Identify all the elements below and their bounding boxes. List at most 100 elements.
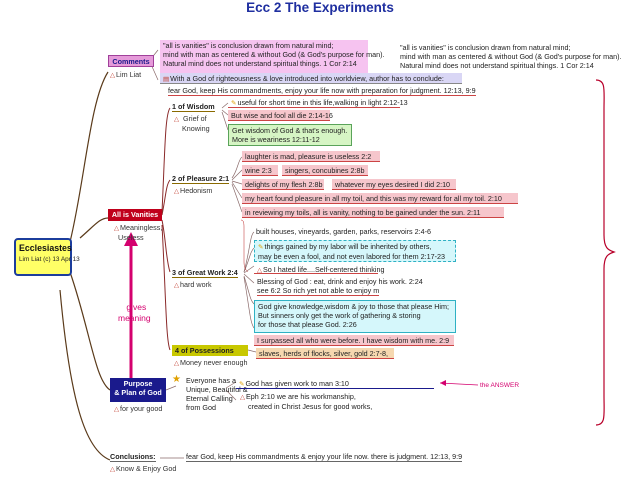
comments-plain-line: mind with man as centered & without God … [400,52,622,61]
wisdom-item-2-text: But wise and fool all die 2:14-16 [231,111,333,120]
laughter-text: laughter is mad, pleasure is useless 2:2 [245,152,372,161]
wine-item[interactable]: wine 2:3 [242,165,278,176]
blessing-box[interactable]: Blessing of God : eat, drink and enjoy h… [254,276,423,298]
central-title: Ecclesiastes [19,243,72,253]
toils-item[interactable]: in reviewing my toils, all is vanity, no… [242,207,504,218]
possessions-label: 4 of Possessions [175,346,234,355]
note-icon: △ [174,360,179,367]
work-node[interactable]: 3 of Great Work 2:4 [172,268,238,278]
pleasure-sub: △Hedonism [174,186,212,196]
pencil-icon: ✎ [231,100,237,107]
heart-item[interactable]: my heart found pleasure in all my toil, … [242,193,518,204]
wine-text: wine 2:3 [245,166,272,175]
conclusions-sub: △Know & Enjoy God [110,464,176,474]
possessions-item-text: slaves, herds of flocks, silver, gold 2:… [259,349,389,358]
star-icon: ★ [172,374,181,385]
conclusions-label: Conclusions: [110,452,156,461]
purpose-node[interactable]: Purpose & Plan of God [110,378,166,402]
gives-line1: gives [126,302,147,312]
flesh-text: delights of my flesh 2:8b [245,180,323,189]
possessions-item[interactable]: slaves, herds of flocks, silver, gold 2:… [256,348,394,359]
gives-line2: meaning [118,312,151,323]
singers-item[interactable]: singers, concubines 2:8b [282,165,368,176]
comments-author: △Lim Liat [110,70,141,80]
inherited-line1: things gained by my labor will be inheri… [264,242,432,251]
get-wisdom-line1: Get wisdom of God & that's enough. [232,126,348,135]
work-label: 3 of Great Work 2:4 [172,268,238,277]
note-icon: △ [174,282,179,289]
work-sub: △hard work [174,280,212,290]
eph-line1: Eph 2:10 we are his workmanship, [246,392,356,401]
possessions-node[interactable]: 4 of Possessions [172,345,248,356]
god-conclusion: fear God, keep His commandments, enjoy y… [168,86,476,96]
wisdom-sub1: Grief of [183,114,207,123]
vanities-label: All is Vanities [111,210,159,219]
god-gives-box[interactable]: God give knowledge,wisdom & joy to those… [254,300,456,333]
comments-author-text: Lim Liat [116,70,142,79]
wisdom-sub2: Knowing [182,124,210,134]
note-icon: △ [174,116,179,123]
vanities-sub: △Meaningless, Useless [114,223,162,242]
conclusions-node[interactable]: Conclusions: [110,452,156,462]
wisdom-item-2[interactable]: But wise and fool all die 2:14-16 [228,110,333,121]
surpassed-item[interactable]: I surpassed all who were before. I have … [254,335,454,346]
surpassed-text: I surpassed all who were before. I have … [257,336,450,345]
comments-box-line: Natural mind does not understand spiritu… [163,59,357,68]
eph-line2: created in Christ Jesus for good works, [248,402,373,412]
note-icon: △ [257,267,262,274]
flesh-item[interactable]: delights of my flesh 2:8b [242,179,324,190]
blessing-line1: Blessing of God : eat, drink and enjoy h… [257,277,423,286]
laughter-item[interactable]: laughter is mad, pleasure is useless 2:2 [242,151,380,162]
possessions-sub: △Money never enough [174,358,248,368]
comments-plain: "all is vanities" is conclusion drawn fr… [400,43,622,70]
note-icon: △ [114,406,119,413]
god-gives-line2: But sinners only get the work of gatheri… [258,311,421,320]
pencil-icon: ✎ [239,381,245,388]
vanities-sub2: Useless [118,233,144,243]
pleasure-sub-text: Hedonism [180,186,213,195]
eph-item[interactable]: △Eph 2:10 we are his workmanship, create… [240,392,372,411]
hated-item[interactable]: △So I hated life....Self-centered thinki… [254,264,384,274]
possessions-sub-text: Money never enough [180,358,248,367]
work-given-item[interactable]: ✎God has given work to man 3:10 [236,378,434,389]
wisdom-sub: △ Grief of Knowing [174,114,210,133]
unique-line4: from God [186,403,216,412]
god-gives-line1: God give knowledge,wisdom & joy to those… [258,302,449,311]
get-wisdom-line2: More is weariness 12:11-12 [232,135,320,144]
note-icon: △ [240,394,245,401]
work-sub-text: hard work [180,280,212,289]
wisdom-label: 1 of Wisdom [172,102,215,111]
houses-item[interactable]: built houses, vineyards, garden, parks, … [256,227,431,236]
unique-line1: Everyone has a [186,376,236,385]
answer-label: the ANSWER [480,382,520,389]
comments-plain-line: "all is vanities" is conclusion drawn fr… [400,43,571,52]
blessing-line2: see 6:2 So rich yet not able to enjoy m [257,286,380,296]
conclusions-text: fear God, keep His commandments & enjoy … [186,452,463,462]
pleasure-label: 2 of Pleasure 2:1 [172,174,230,183]
purpose-sub-text: for your good [120,404,163,413]
god-intro-box[interactable]: ▤With a God of righteousness & love intr… [160,73,462,84]
toils-text: in reviewing my toils, all is vanity, no… [245,208,481,217]
comments-node[interactable]: Comments [108,55,154,67]
wisdom-item-1[interactable]: ✎useful for short time in this life,walk… [228,97,408,108]
wisdom-item-1-text: useful for short time in this life,walki… [237,98,408,107]
hated-text: So I hated life....Self-centered thinkin… [263,265,385,274]
work-given-text: God has given work to man 3:10 [245,379,349,388]
eyes-item[interactable]: whatever my eyes desired I did 2:10 [332,179,456,190]
get-wisdom-box[interactable]: Get wisdom of God & that's enough. More … [228,124,352,146]
vanities-node[interactable]: All is Vanities [108,209,162,221]
conclusions-sub-text: Know & Enjoy God [116,464,177,473]
wisdom-node[interactable]: 1 of Wisdom [172,102,215,112]
pleasure-node[interactable]: 2 of Pleasure 2:1 [172,174,230,184]
comments-box-line: mind with man as centered & without God … [163,50,385,59]
comments-box[interactable]: "all is vanities" is conclusion drawn fr… [160,40,385,76]
purpose-label1: Purpose [123,379,153,388]
unique-calling[interactable]: Everyone has a Unique, Beautiful & Etern… [186,376,248,412]
central-node[interactable]: Ecclesiastes Lim Liat (c) 13 Apr 13 [14,238,80,276]
vanities-sub1: Meaningless, [120,223,163,232]
note-icon: △ [110,72,115,79]
heart-text: my heart found pleasure in all my toil, … [245,194,502,203]
inherited-box[interactable]: ✎things gained by my labor will be inher… [254,240,456,262]
gives-meaning-label: gives meaning [118,302,151,323]
